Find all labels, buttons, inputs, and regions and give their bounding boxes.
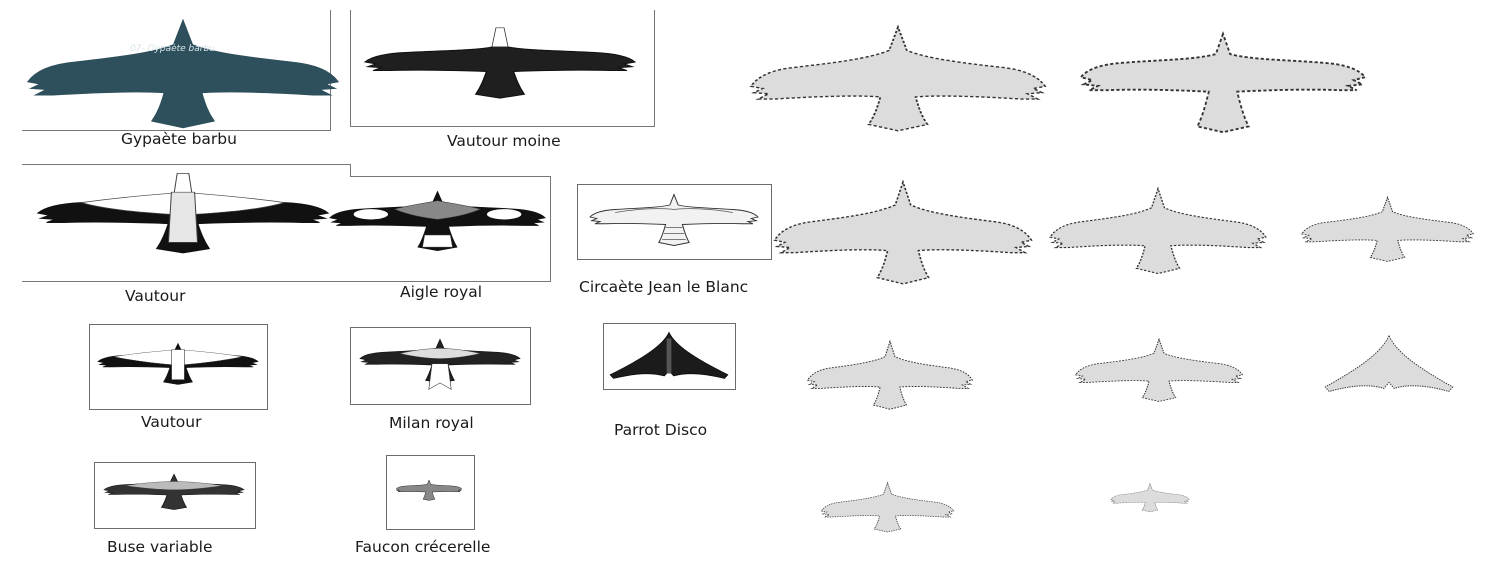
silhouette-3: [772, 180, 1034, 288]
aigle-image: [330, 178, 545, 273]
circaete-image: [590, 190, 758, 250]
caption-faucon: Faucon crécerelle: [355, 538, 490, 556]
milan-image: [360, 333, 520, 397]
caption-circaete: Circaète Jean le Blanc: [579, 278, 748, 296]
silhouette-4: [1048, 187, 1268, 277]
gypaete-inner-label: 07- Gypaète barbu: [130, 44, 215, 54]
caption-aigle: Aigle royal: [400, 283, 482, 301]
silhouette-5: [1300, 196, 1475, 264]
caption-vautour-1: Vautour: [125, 287, 185, 305]
caption-parrot: Parrot Disco: [614, 421, 707, 439]
silhouette-9: [820, 482, 955, 534]
frame-bottom: [22, 281, 551, 282]
panel-vautour-moine: Vautour moine: [350, 0, 660, 155]
silhouette-1: [748, 25, 1048, 135]
caption-milan: Milan royal: [389, 414, 474, 432]
panel-vautour-aigle: Vautour Aigle royal: [0, 160, 560, 310]
frame-top-right: [350, 176, 550, 177]
vautour-1-image: [38, 165, 328, 280]
panel-buse: Buse variable: [94, 462, 264, 561]
gypaete-image: [28, 12, 338, 132]
panel-parrot: Parrot Disco: [603, 323, 753, 448]
panel-vautour-2: Vautour: [88, 324, 270, 439]
buse-image: [104, 469, 244, 521]
vautour-2-image: [98, 334, 258, 400]
panel-gypaete: 07- Gypaète barbu Gypaète barbu: [0, 0, 340, 150]
faucon-image: [396, 477, 462, 507]
caption-buse: Buse variable: [107, 538, 213, 556]
caption-vautour-moine: Vautour moine: [447, 132, 561, 150]
parrot-image: [610, 331, 728, 381]
caption-vautour-2: Vautour: [141, 413, 201, 431]
panel-milan: Milan royal: [350, 327, 535, 439]
silhouette-7: [1074, 338, 1244, 404]
panel-circaete: Circaète Jean le Blanc: [576, 184, 776, 304]
silhouette-2: [1078, 28, 1368, 138]
vautour-moine-image: [365, 24, 635, 119]
caption-gypaete: Gypaète barbu: [121, 130, 237, 148]
silhouette-6: [806, 340, 974, 412]
panel-faucon: Faucon crécerelle: [354, 455, 524, 561]
frame-step: [350, 164, 351, 176]
silhouette-10: [1110, 483, 1190, 513]
frame-right: [550, 176, 551, 281]
silhouette-8: [1324, 334, 1454, 396]
